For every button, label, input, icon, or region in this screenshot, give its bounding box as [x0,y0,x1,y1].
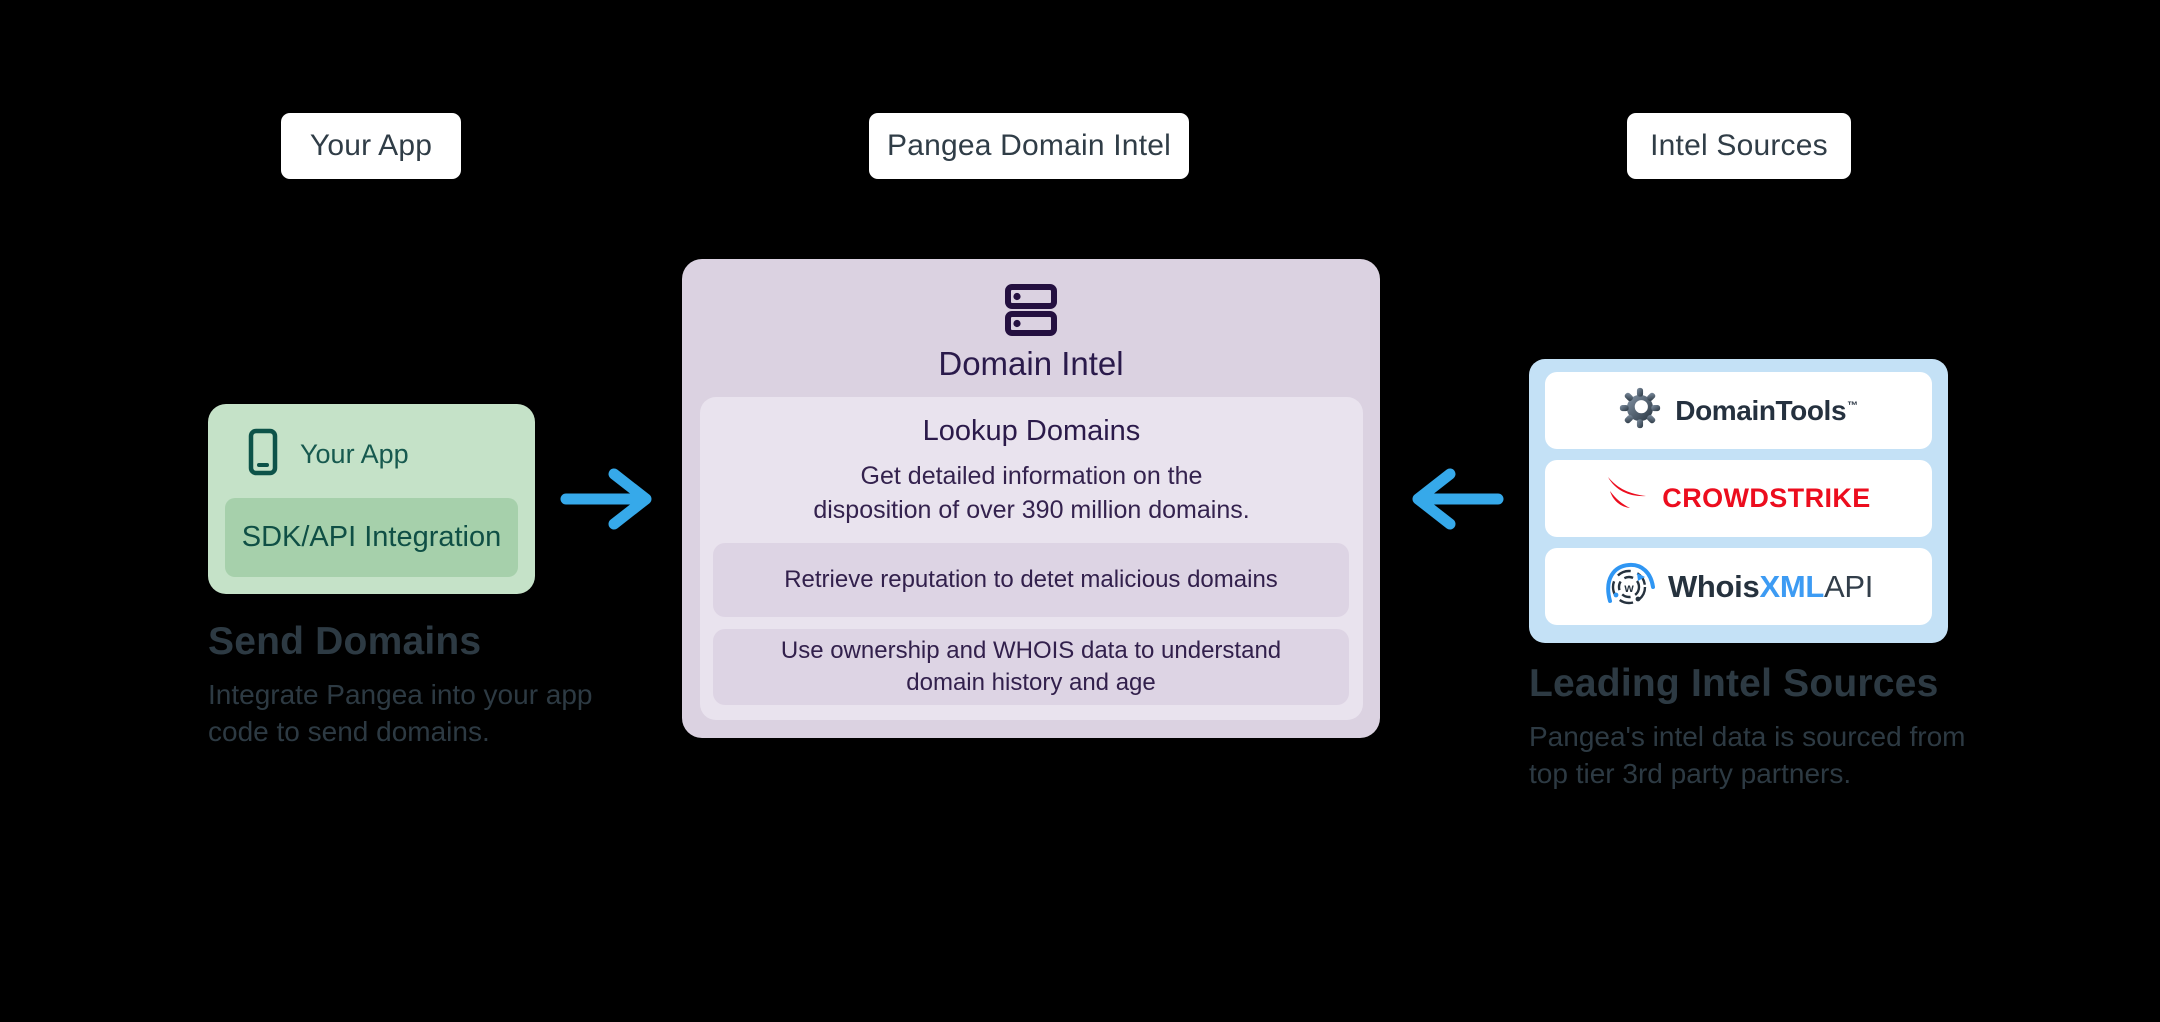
your-app-label: Your App [300,438,409,469]
domaintools-gear-icon [1619,387,1661,434]
arrow-left-icon [1412,468,1504,530]
column-label-intel-sources: Intel Sources [1627,113,1851,179]
column-label-intel-sources-text: Intel Sources [1650,129,1828,162]
feature-reputation: Retrieve reputation to detet malicious d… [713,543,1349,617]
sdk-api-integration-box: SDK/API Integration [225,498,518,577]
column-label-your-app-text: Your App [309,129,433,162]
column-label-pangea-text: Pangea Domain Intel [887,129,1171,162]
crowdstrike-falcon-icon [1606,473,1656,524]
domaintools-tm-mark: ™ [1847,400,1858,413]
your-app-row: Your App [248,428,409,481]
domaintools-wordmark: DomainTools [1675,394,1847,426]
lookup-domains-description: Get detailed information on the disposit… [813,462,1250,524]
domaintools-logo-text: DomainTools™ [1675,394,1858,427]
intel-sources-card: DomainTools™ CROWDSTRIKE w [1529,359,1948,643]
feature-reputation-text: Retrieve reputation to detet malicious d… [784,566,1278,593]
whoisxmlapi-radar-icon: w [1604,561,1656,612]
send-domains-description: Integrate Pangea into your app code to s… [208,679,593,747]
lookup-domains-title: Lookup Domains [922,415,1141,447]
your-app-card: Your App SDK/API Integration [208,404,535,594]
partner-card-crowdstrike: CROWDSTRIKE [1545,460,1932,537]
leading-intel-sources-blurb: Leading Intel Sources Pangea's intel dat… [1529,662,2009,792]
domain-intel-card: Domain Intel Lookup Domains Get detailed… [682,259,1380,738]
api-wordmark: API [1823,568,1874,604]
mobile-phone-icon [248,428,278,481]
domain-intel-title: Domain Intel [938,345,1124,382]
feature-whois: Use ownership and WHOIS data to understa… [713,629,1349,705]
crowdstrike-logo-text: CROWDSTRIKE [1662,483,1871,513]
send-domains-blurb: Send Domains Integrate Pangea into your … [208,620,668,750]
column-label-pangea-domain-intel: Pangea Domain Intel [869,113,1189,179]
server-icon-wrap [682,283,1380,342]
send-domains-heading: Send Domains [208,620,482,663]
server-stack-icon [1004,283,1058,342]
leading-intel-sources-heading: Leading Intel Sources [1529,662,1939,705]
xml-wordmark: XML [1759,568,1824,604]
whoisxmlapi-logo-text: WhoisXMLAPI [1668,569,1873,605]
column-label-your-app: Your App [281,113,461,179]
leading-intel-sources-description: Pangea's intel data is sourced from top … [1529,721,1966,789]
arrow-right-icon [560,468,652,530]
feature-whois-text: Use ownership and WHOIS data to understa… [780,637,1282,696]
whois-wordmark: Whois [1667,568,1760,604]
sdk-api-integration-label: SDK/API Integration [241,521,502,553]
partner-card-whoisxmlapi: w WhoisXMLAPI [1545,548,1932,625]
partner-card-domaintools: DomainTools™ [1545,372,1932,449]
lookup-domains-panel: Lookup Domains Get detailed information … [700,397,1363,720]
svg-text:w: w [1623,581,1634,595]
